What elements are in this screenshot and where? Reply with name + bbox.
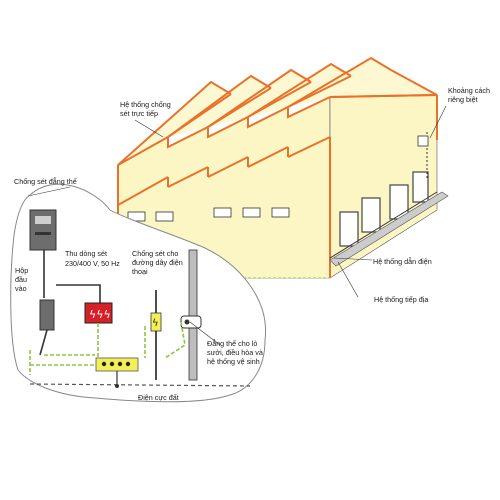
label-line: Hệ thống chống xyxy=(120,100,171,109)
roof-panel xyxy=(208,70,311,127)
label-input-box: Hộp đầu vào xyxy=(15,266,28,293)
separation-marker xyxy=(417,135,429,147)
lightning-bolt-icon: ϟ xyxy=(150,312,162,332)
label-separation-distance: Khoảng cách riêng biệt xyxy=(448,86,490,104)
roof-panel xyxy=(168,76,271,137)
label-line: 230/400 V, 50 Hz xyxy=(65,259,120,268)
label-line: Hộp xyxy=(15,266,28,275)
building xyxy=(117,56,449,279)
equipotential-wires xyxy=(29,321,186,375)
label-equipotential-protection: Chống sét đẳng thế xyxy=(14,177,77,186)
svg-text:ϟϟϟ: ϟϟϟ xyxy=(89,308,111,321)
label-line: Chống sét cho xyxy=(132,249,178,258)
label-direct-lightning-system: Hệ thống chống sét trực tiếp xyxy=(120,100,171,118)
label-line: Đẳng thế cho lò xyxy=(207,339,257,348)
ground-node xyxy=(115,384,119,388)
label-line: sưởi, điều hòa và xyxy=(207,348,263,357)
side-roof-edge xyxy=(329,94,438,98)
input-box xyxy=(39,299,55,356)
label-phone-line-protection: Chống sét cho đường dây điện thoại xyxy=(132,249,183,276)
ground-electrode-line xyxy=(29,383,251,387)
label-line: Thu dòng sét xyxy=(65,249,107,258)
roof-conductors xyxy=(117,56,438,166)
label-line: đầu xyxy=(15,275,27,284)
fuse-box-icon: ϟϟϟ xyxy=(84,302,113,324)
label-ground-electrode: Điện cực đất xyxy=(138,393,179,402)
roof-panel xyxy=(118,82,231,165)
detail-bubble xyxy=(10,183,267,403)
label-grounding-system: Hệ thống tiếp địa xyxy=(374,295,428,304)
label-line: hệ thống vệ sinh xyxy=(207,357,260,366)
service-pipe xyxy=(188,249,198,381)
label-line: Khoảng cách xyxy=(448,86,490,95)
ground-step xyxy=(329,191,449,267)
supply-cable xyxy=(56,284,101,305)
leader-lines xyxy=(27,105,447,346)
label-line: đường dây điện xyxy=(132,258,183,267)
label-line: thoại xyxy=(132,267,148,276)
label-surge-arrester: Thu dòng sét 230/400 V, 50 Hz xyxy=(65,249,120,268)
side-doors xyxy=(339,171,429,247)
base-conductor xyxy=(329,191,438,259)
label-line: riêng biệt xyxy=(448,95,478,104)
label-line: vào xyxy=(15,284,27,293)
pipe-clamp xyxy=(180,315,202,329)
equipotential-busbar xyxy=(95,357,139,372)
label-conductor-system: Hệ thống dẫn điện xyxy=(373,257,432,266)
label-equipotential-services: Đẳng thế cho lò sưởi, điều hòa và hệ thố… xyxy=(207,339,263,366)
label-line: sét trực tiếp xyxy=(120,109,158,118)
svg-text:ϟ: ϟ xyxy=(152,318,159,329)
electric-meter-icon xyxy=(29,209,57,251)
front-windows xyxy=(127,207,290,222)
